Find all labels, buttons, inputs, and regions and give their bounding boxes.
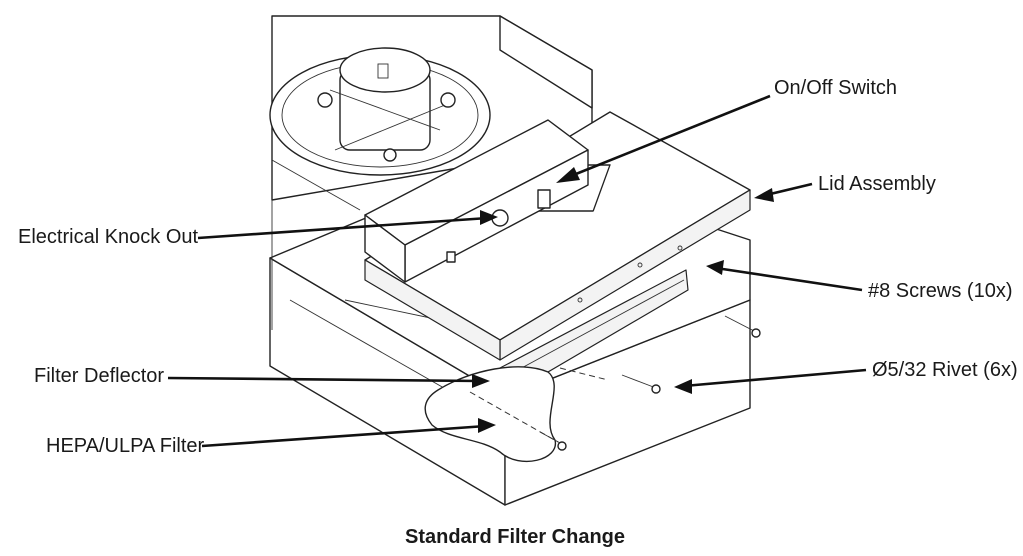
- on-off-switch-label: On/Off Switch: [774, 77, 897, 99]
- lid-assembly: [364, 111, 751, 361]
- rivet-leader: [683, 368, 867, 388]
- diagram-caption: Standard Filter Change: [405, 526, 625, 548]
- on-off-switch-arrow: [556, 167, 580, 183]
- rivet-arrow: [674, 379, 692, 394]
- filter-deflector-label: Filter Deflector: [34, 365, 164, 387]
- electrical-knock-out-leader: [197, 216, 489, 240]
- lid-assembly-label: Lid Assembly: [818, 173, 936, 195]
- filter-deflector-leader: [167, 376, 481, 383]
- electrical-box: [364, 119, 589, 283]
- on-off-switch-leader: [565, 94, 771, 180]
- hepa-filter-cutout: [424, 366, 556, 463]
- electrical-knock-out-arrow: [480, 210, 498, 225]
- hepa-filter-leader: [201, 424, 487, 448]
- hepa-filter-arrow: [478, 418, 496, 433]
- screws-arrow: [706, 260, 724, 275]
- electrical-knock-out-label: Electrical Knock Out: [18, 226, 199, 248]
- lid-assembly-arrow: [754, 188, 774, 202]
- fan-motor: [269, 47, 491, 176]
- filter-deflector-arrow: [472, 374, 490, 388]
- hepa-filter-label: HEPA/ULPA Filter: [46, 435, 205, 457]
- rivet-label: Ø5/32 Rivet (6x): [872, 359, 1018, 381]
- screws-label: #8 Screws (10x): [868, 280, 1013, 302]
- screws-leader: [715, 266, 863, 292]
- rivet-marks: [539, 315, 761, 451]
